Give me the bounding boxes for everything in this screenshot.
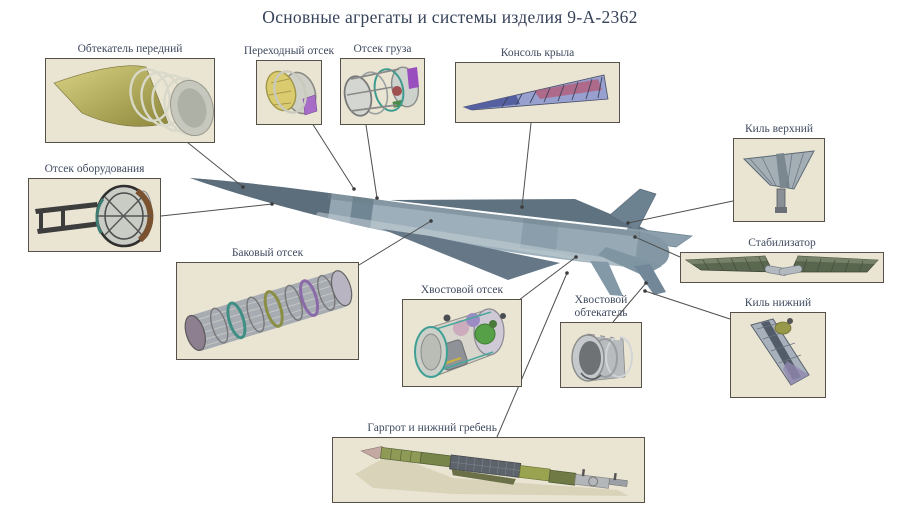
component-label: Обтекатель передний [77,43,183,56]
component-label: Киль нижний [744,297,812,310]
component-label: Переходный отсек [243,45,335,58]
front-fairing-illustration [53,65,214,137]
component-box [28,178,161,252]
inset-equipment-bay: Отсек оборудования [28,163,161,252]
gargrot-illustration [355,446,629,496]
component-label: Стабилизатор [748,237,816,250]
component-box [176,262,359,360]
stabilizer-illustration [684,255,879,276]
component-box [455,62,620,123]
component-box [256,60,322,125]
component-box [730,312,826,398]
inset-stabilizer: Стабилизатор [680,237,884,283]
inset-fuel-tank-bay: Баковый отсек [176,247,359,360]
tail-bay-illustration [414,308,506,378]
inset-gargrot: Гаргрот и нижний гребень [332,422,645,503]
inset-tail-bay: Хвостовой отсек [402,284,522,387]
cargo-bay-illustration [343,66,420,117]
inset-cargo-bay: Отсек груза [340,43,425,125]
component-label: Отсек груза [353,43,412,56]
missile-near-surfaces [382,229,666,296]
inset-front-fairing: Обтекатель передний [45,43,215,143]
diagram-title: Основные агрегаты и системы изделия 9-А-… [262,7,638,27]
component-label: Гаргрот и нижний гребень [367,422,497,435]
component-label: Киль верхний [744,123,814,136]
component-box [680,252,884,283]
fuel-tank-bay-illustration [184,270,353,351]
lower-fin-illustration [750,318,810,386]
component-label: Баковый отсек [231,247,304,260]
wing-console-illustration [462,74,609,111]
component-label: Консоль крыла [500,47,575,60]
transition-bay-illustration [265,70,318,116]
inset-transition-bay: Переходный отсек [244,45,334,125]
component-box [402,299,522,387]
equipment-bay-illustration [35,184,154,248]
tail-fairing-illustration [571,332,633,382]
component-box [340,58,425,125]
component-label: Хвостовой обтекатель [574,294,628,320]
component-box [45,58,215,143]
component-label: Хвостовой отсек [420,284,504,297]
inset-lower-fin: Киль нижний [730,297,826,398]
component-box [733,138,825,222]
component-label: Отсек оборудования [44,163,145,176]
inset-tail-fairing: Хвостовой обтекатель [560,294,642,388]
component-box [332,437,645,503]
upper-fin-illustration [742,150,815,213]
component-box [560,322,642,388]
leader-line-dots [241,185,648,293]
inset-upper-fin: Киль верхний [733,123,825,222]
inset-wing-console: Консоль крыла [455,47,620,123]
